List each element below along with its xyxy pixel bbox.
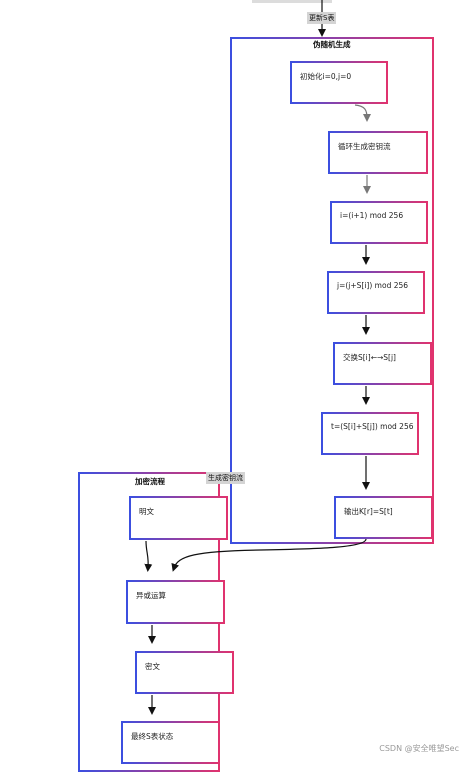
node-init[interactable]: 初始化i=0,j=0 [290,61,388,104]
node-step-t-label: t=(S[i]+S[j]) mod 256 [331,422,414,431]
node-final-state-label: 最终S表状态 [131,732,174,741]
node-step-i[interactable]: i=(i+1) mod 256 [330,201,428,244]
node-plaintext-label: 明文 [139,507,154,516]
edge-label-update-s: 更新S表 [307,12,337,24]
watermark: CSDN @安全唯望Sec [379,744,459,753]
node-xor-label: 异或运算 [136,591,166,600]
edge-output-to-xor [171,538,367,572]
node-init-label: 初始化i=0,j=0 [300,72,352,81]
node-output-label: 输出K[r]=S[t] [344,507,393,516]
node-swap[interactable]: 交换S[i]←→S[j] [333,342,432,385]
node-step-j-label: j=(j+S[i]) mod 256 [337,281,409,290]
node-plaintext[interactable]: 明文 [129,496,228,540]
node-xor[interactable]: 异或运算 [126,580,225,624]
node-step-j[interactable]: j=(j+S[i]) mod 256 [327,271,425,314]
edge-label-keystream: 生成密钥流 [206,472,245,484]
upstream-node-edge [252,0,332,3]
node-loop-label: 循环生成密钥流 [338,142,391,151]
node-loop[interactable]: 循环生成密钥流 [328,131,428,174]
node-output[interactable]: 输出K[r]=S[t] [334,496,433,539]
encrypt-group-title: 加密流程 [135,477,165,486]
node-step-t[interactable]: t=(S[i]+S[j]) mod 256 [321,412,419,455]
edge-init-to-loop [354,104,371,122]
edge-plaintext-to-xor [144,540,153,572]
node-ciphertext-label: 密文 [145,662,160,671]
node-swap-label: 交换S[i]←→S[j] [343,353,396,362]
node-step-i-label: i=(i+1) mod 256 [340,211,404,220]
node-final-state[interactable]: 最终S表状态 [121,721,220,764]
prng-group-title: 伪随机生成 [313,40,351,49]
node-ciphertext[interactable]: 密文 [135,651,234,694]
